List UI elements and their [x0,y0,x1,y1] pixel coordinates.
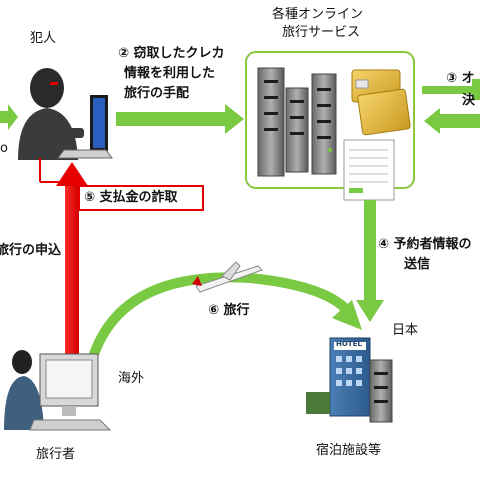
criminal-label: 犯人 [30,31,57,46]
traveler-label: 旅行者 [36,447,76,462]
step3-label-2: 決 [462,93,476,108]
hotel-sign: HOTEL [336,340,362,348]
step2-label-2: 情報を利用した [124,66,216,81]
criminal-icon [18,68,84,160]
services-label-1: 各種オンライン [272,7,364,22]
step4-label-1: ④ 予約者情報の [378,237,472,252]
traveler-icon [4,350,44,430]
server-rack-icon [257,67,337,177]
step1-label: 旅行の申込 [0,243,62,258]
step4-arrow [356,200,384,322]
step3-arrow-out [422,79,480,100]
airplane-icon [192,261,263,293]
step5-arrow [39,158,88,358]
step3-label-1: ③ オ [446,71,475,86]
step3-arrow-in [424,108,480,134]
reservation-form-icon [343,139,395,201]
step2-arrow [116,104,244,134]
left-arrow-fragment [0,104,18,130]
overseas-label: 海外 [118,371,145,386]
step5-label-box [78,185,204,211]
step5-label: ⑤ 支払金の詐取 [84,190,178,205]
credit-card-icon [351,69,411,136]
traveler-computer-icon [29,353,112,431]
hotel-icon [306,337,371,417]
step2-label-1: ② 窃取したクレカ [118,46,225,61]
hotel-server-icon [369,359,393,423]
step4-label-2: 送信 [404,257,431,272]
japan-label: 日本 [392,323,419,338]
services-label-2: 旅行サービス [282,25,361,40]
left-edge-label: o [0,141,8,156]
facilities-label: 宿泊施設等 [316,443,382,458]
criminal-computer-icon [57,95,113,159]
step2-label-3: 旅行の手配 [124,86,190,101]
step6-label: ⑥ 旅行 [208,303,250,318]
